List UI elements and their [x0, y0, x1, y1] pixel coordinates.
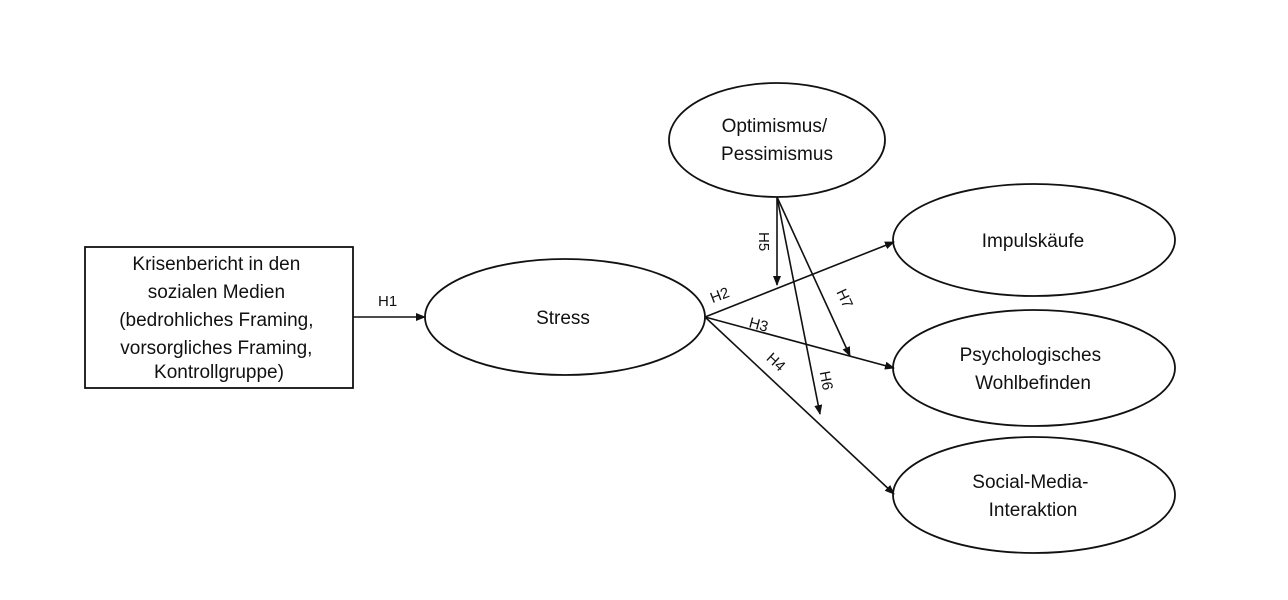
- arrow-h6: [776, 196, 823, 415]
- edge-label-h5: H5: [755, 232, 772, 251]
- crisis-report-line-1: Krisenbericht in den: [132, 254, 300, 275]
- crisis-report-line-3: (bedrohliches Framing,: [119, 310, 313, 331]
- impulse-ellipse: [892, 183, 1176, 297]
- node-impulse: Impulskäufe: [892, 183, 1176, 297]
- edge-label-h7: H7: [832, 286, 856, 311]
- node-social: Social-Media- Interaktion: [892, 436, 1176, 554]
- social-ellipse: [892, 436, 1176, 554]
- wellbeing-line-1: Psychologisches: [960, 345, 1102, 366]
- edge-label-h6: H6: [816, 370, 836, 392]
- node-stress: Stress: [424, 258, 706, 376]
- edge-label-h4: H4: [763, 350, 789, 376]
- arrow-h7: [776, 196, 851, 357]
- crisis-report-line-4: vorsorgliches Framing,: [120, 338, 312, 359]
- social-line-1: Social-Media-: [972, 472, 1088, 493]
- crisis-report-line-2: sozialen Medien: [148, 282, 285, 303]
- svg-text:Psychologisches Wohlbefi: Psychologisches Wohlbefinden: [960, 345, 1107, 394]
- optimism-line-2: Pessimismus: [721, 144, 833, 165]
- node-crisis-report: Krisenbericht in den sozialen Medien (be…: [84, 246, 354, 389]
- svg-text:Social-Media- Interaktio: Social-Media- Interaktion: [972, 472, 1093, 521]
- wellbeing-ellipse: [892, 309, 1176, 427]
- edge-label-h1: H1: [378, 293, 397, 310]
- edge-label-h3: H3: [747, 314, 770, 335]
- svg-text:Krisenbericht in den soz: Krisenbericht in den sozialen Medien (be…: [119, 254, 319, 383]
- svg-text:Optimismus/ Pessimismus: Optimismus/ Pessimismus: [721, 116, 833, 165]
- stress-label: Stress: [536, 308, 590, 329]
- crisis-report-line-5: Kontrollgruppe): [154, 362, 284, 383]
- arrow-h2: [704, 241, 895, 318]
- impulse-label: Impulskäufe: [982, 231, 1084, 252]
- social-line-2: Interaktion: [989, 500, 1078, 521]
- edge-label-h2: H2: [708, 284, 732, 307]
- optimism-ellipse: [668, 82, 886, 198]
- crisis-report-box: [84, 246, 354, 389]
- arrow-h4: [704, 316, 895, 495]
- arrow-h3: [704, 316, 895, 370]
- wellbeing-line-2: Wohlbefinden: [975, 373, 1091, 394]
- optimism-line-1: Optimismus/: [722, 116, 828, 137]
- node-optimism: Optimismus/ Pessimismus: [668, 82, 886, 198]
- node-wellbeing: Psychologisches Wohlbefinden: [892, 309, 1176, 427]
